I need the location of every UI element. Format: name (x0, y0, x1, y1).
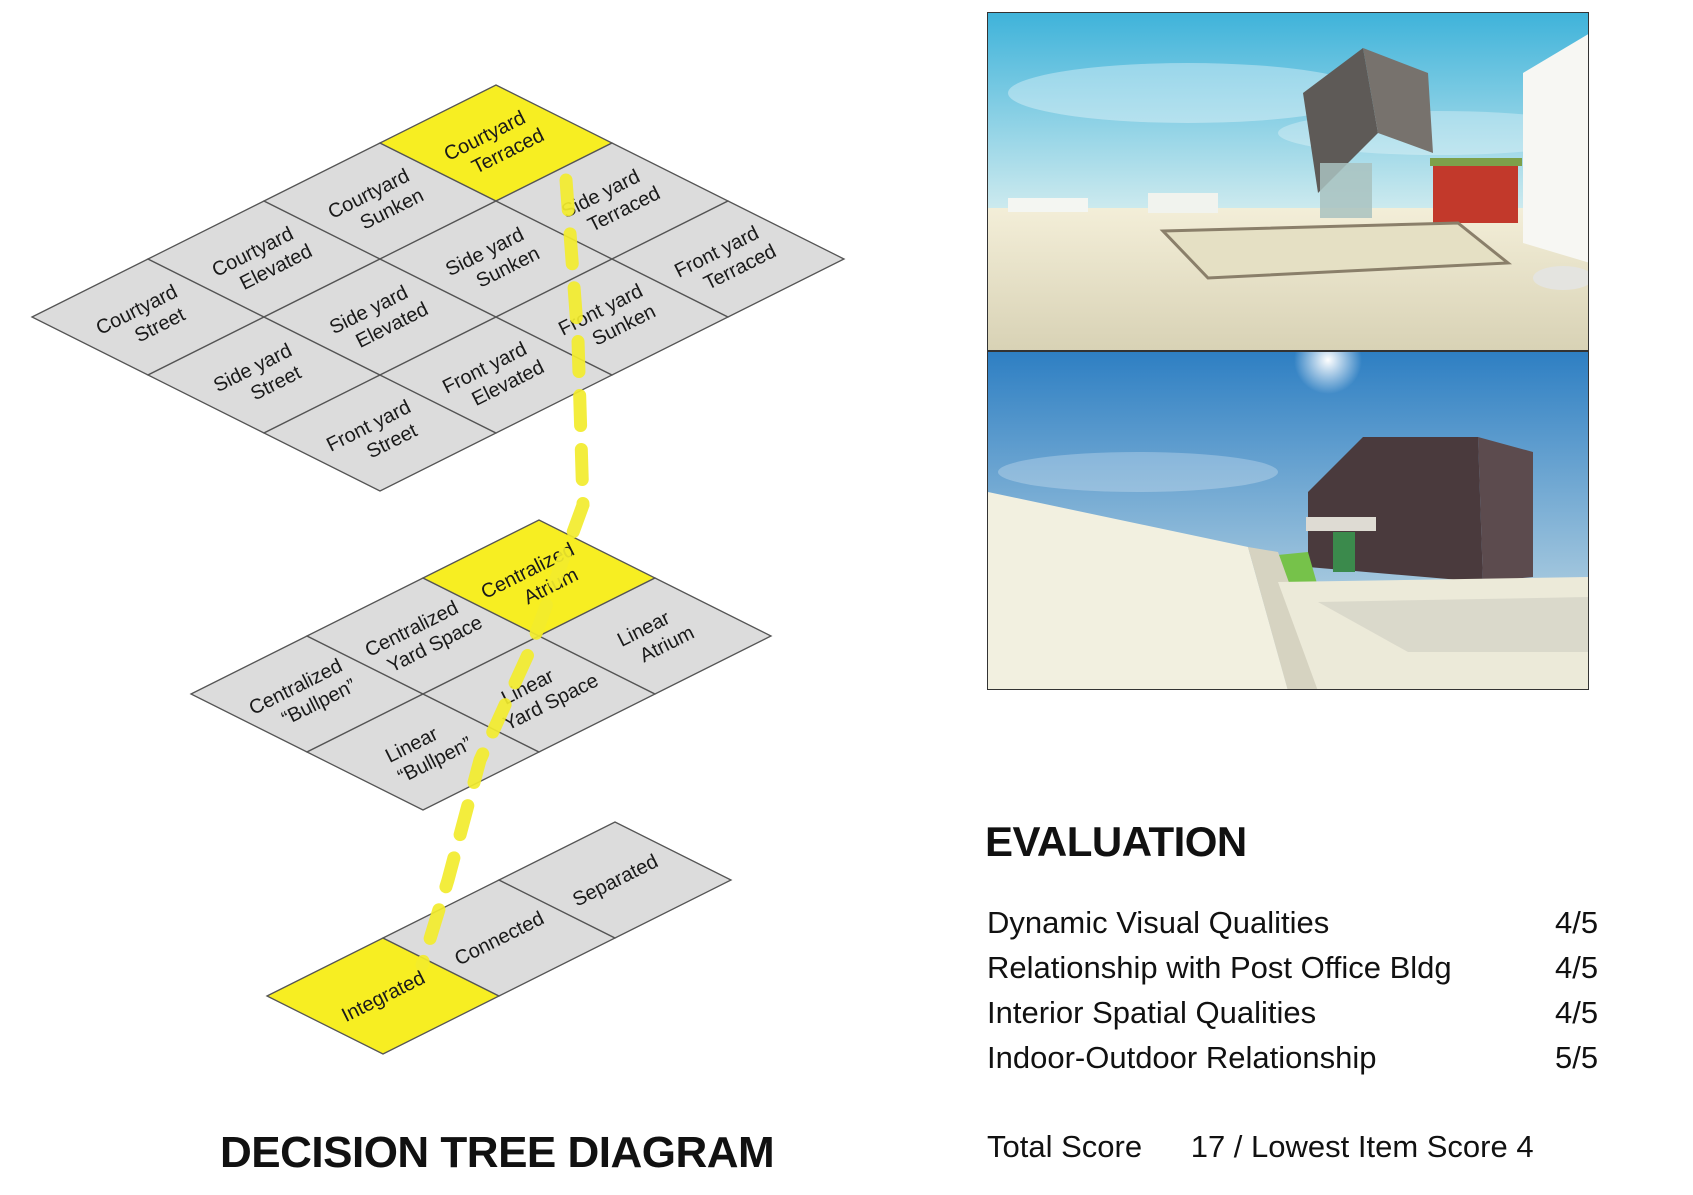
evaluation-item-score: 4/5 (1555, 995, 1599, 1030)
evaluation-item-score: 4/5 (1555, 905, 1599, 940)
evaluation-item-score: 4/5 (1555, 950, 1599, 985)
evaluation-row: Indoor-Outdoor Relationship 5/5 (987, 1035, 1627, 1080)
diagram-title: DECISION TREE DIAGRAM (220, 1128, 775, 1177)
evaluation-item-label: Dynamic Visual Qualities (987, 905, 1330, 940)
render-image-plaza (988, 13, 1588, 350)
total-score-row: Total Score 17 / Lowest Item Score 4 (987, 1129, 1534, 1165)
render-exterior-plaza (987, 12, 1589, 351)
decision-cell (610, 200, 846, 318)
decision-cell (537, 577, 773, 695)
evaluation-item-label: Relationship with Post Office Bldg (987, 950, 1452, 985)
decision-cell (497, 821, 733, 939)
layer-site: CourtyardStreetCourtyardElevatedCourtyar… (30, 84, 846, 492)
total-score-value: 17 / Lowest Item Score 4 (1190, 1129, 1534, 1164)
render-exterior-side (987, 351, 1589, 690)
evaluation-row: Relationship with Post Office Bldg 4/5 (987, 945, 1627, 990)
evaluation-item-label: Indoor-Outdoor Relationship (987, 1040, 1377, 1075)
evaluation-title: EVALUATION (985, 818, 1247, 865)
render-image-side (988, 352, 1588, 689)
evaluation-item-label: Interior Spatial Qualities (987, 995, 1317, 1030)
evaluation-list: Dynamic Visual Qualities 4/5 Relationshi… (987, 900, 1627, 1080)
decision-tree-diagram: CourtyardStreetCourtyardElevatedCourtyar… (30, 84, 846, 1055)
total-score-label: Total Score (987, 1129, 1143, 1164)
decision-path-line (415, 173, 590, 972)
evaluation-row: Interior Spatial Qualities 4/5 (987, 990, 1627, 1035)
evaluation-row: Dynamic Visual Qualities 4/5 (987, 900, 1627, 945)
evaluation-item-score: 5/5 (1555, 1040, 1599, 1075)
decision-cell-label: LinearAtrium (614, 600, 698, 673)
